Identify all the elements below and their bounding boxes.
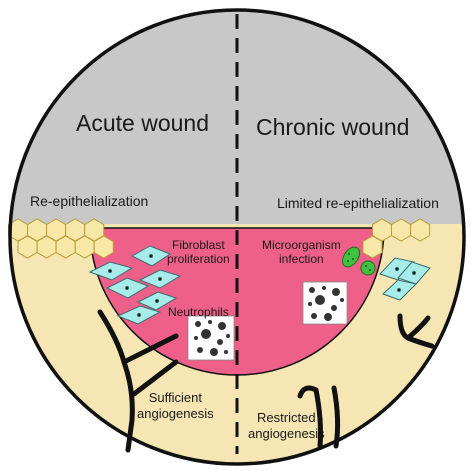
microorganism-icon [341, 246, 376, 276]
fibroblast-cell-icon [88, 245, 431, 325]
sufficient-angiogenesis-label: Sufficient angiogenesis [137, 390, 214, 421]
keratinocyte-cell [55, 235, 76, 259]
keratinocyte-hexagon-icon [362, 218, 431, 259]
reepithelialization-label: Re-epithelialization [30, 193, 149, 209]
microorganism-infection-label: Microorganism infection [262, 238, 341, 266]
keratinocyte-cell [93, 235, 114, 259]
neutrophil-cluster-icon [302, 281, 348, 325]
wound-bed [89, 227, 385, 376]
chronic-wound-title: Chronic wound [256, 114, 410, 140]
keratinocyte-hexagon-icon [8, 218, 114, 259]
keratinocyte-cell [74, 235, 95, 259]
outer-circle [8, 8, 466, 466]
keratinocyte-cell [17, 235, 38, 259]
neutrophils-label: Neutrophils [168, 305, 229, 319]
keratinocyte-cell [362, 235, 383, 259]
acute-wound-title: Acute wound [76, 110, 209, 136]
keratinocyte-cell [410, 218, 431, 242]
keratinocyte-cell [391, 218, 412, 242]
restricted-angiogenesis-label: Restricted angiogenesis [248, 410, 325, 441]
neutrophil-cluster-icon [187, 315, 235, 361]
keratinocyte-cell [36, 235, 57, 259]
fibroblast-proliferation-label: Fibroblast proliferation [167, 238, 230, 266]
limited-reepithelialization-label: Limited re-epithelialization [277, 195, 439, 211]
